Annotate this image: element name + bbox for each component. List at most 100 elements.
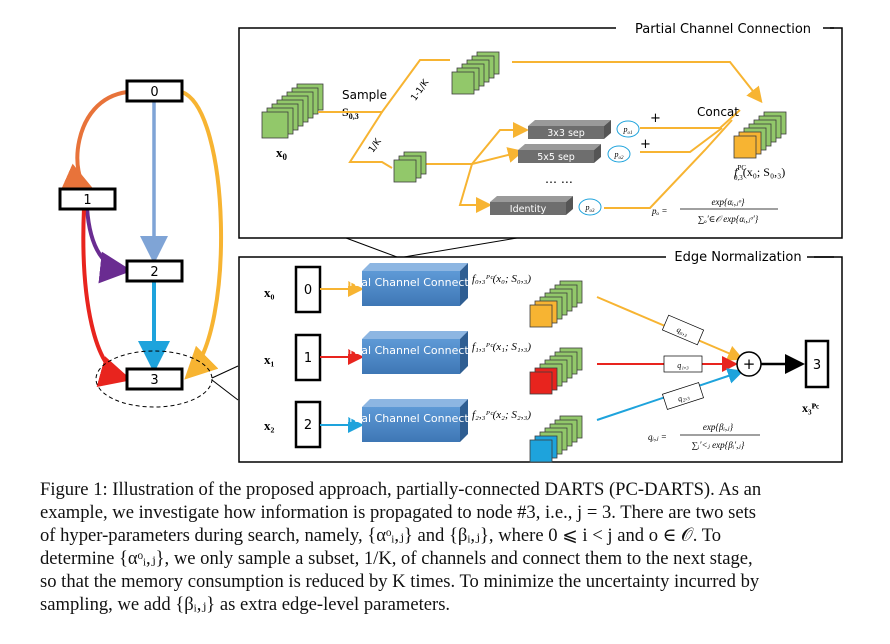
path-ops-merge [640, 109, 741, 129]
dag-node-1: 1 [58, 187, 117, 211]
svg-text:Partial Channel Connection: Partial Channel Connection [337, 344, 486, 357]
pcc-block-2: Partial Channel Connection [337, 399, 486, 442]
path-keep-to-concat [512, 61, 763, 104]
feature-map-square [529, 304, 553, 328]
path-op3 [458, 163, 492, 213]
pc-darts-figure: 0 1 2 3 Partial Channel Connection x0 [58, 19, 843, 463]
feature-map-square [451, 71, 475, 95]
caption-line: Figure 1: Illustration of the proposed a… [40, 479, 762, 500]
svg-text:q₂,₃: q₂,₃ [677, 391, 691, 403]
plus-sign-2: + [640, 137, 651, 152]
caption-line: of hyper-parameters during search, namel… [40, 525, 722, 546]
feature-map-square [529, 439, 553, 463]
edge-1-2 [85, 207, 132, 284]
en-row-0: x₀ 0 Partial Channel Connection f₀,₃ᴾᶜ(x… [264, 263, 744, 361]
svg-text:pₒ =: pₒ = [651, 206, 667, 216]
edge-0-1 [59, 90, 128, 193]
output-stack [733, 111, 787, 159]
pcc-block-1: Partial Channel Connection [337, 331, 486, 374]
dag-graph: 0 1 2 3 [58, 79, 239, 408]
svg-text:1: 1 [304, 351, 312, 366]
plus-sign-1: + [650, 111, 661, 126]
svg-text:∑ₒ′∈𝒪 exp{αᵢ,ⱼᵒ′}: ∑ₒ′∈𝒪 exp{αᵢ,ⱼᵒ′} [698, 214, 759, 224]
svg-text:Partial Channel Connection: Partial Channel Connection [337, 276, 486, 289]
en-row-1-x: x₁ [264, 352, 275, 367]
q-softmax-formula: qᵢ,ⱼ = exp{βᵢ,ⱼ} ∑ᵢ′<ⱼ exp{βᵢ′,ⱼ} [648, 422, 760, 450]
svg-text:q₀,₃: q₀,₃ [675, 325, 689, 338]
path-sample-split [318, 59, 450, 113]
zoom-line-top [211, 365, 239, 379]
path-split-down [348, 111, 393, 169]
en-row-0-x: x₀ [264, 285, 275, 300]
svg-text:3: 3 [813, 358, 821, 373]
svg-text:2: 2 [304, 418, 312, 433]
svg-text:+: + [743, 355, 756, 373]
svg-text:2: 2 [150, 265, 158, 280]
en-panel: Edge Normalization x₀ 0 Partial Channel … [238, 247, 843, 463]
feature-map-square [261, 111, 289, 139]
caption-line: determine {αᵒᵢ,ⱼ}, we only sample a subs… [40, 548, 753, 569]
svg-text:1: 1 [83, 193, 91, 208]
caption-line: sampling, we add {βᵢ,ⱼ} as extra edge-le… [40, 594, 451, 615]
svg-text:po3: po3 [585, 203, 596, 214]
svg-text:5x5 sep: 5x5 sep [537, 152, 575, 163]
feature-map-square [733, 135, 757, 159]
path-op2 [471, 147, 524, 165]
en-panel-title: Edge Normalization [674, 250, 801, 265]
input-x0-label: x0 [276, 145, 288, 162]
en-row-2-stack [529, 415, 583, 463]
dag-node-0: 0 [125, 79, 184, 103]
svg-text:Identity: Identity [510, 204, 547, 215]
svg-text:Partial Channel Connection: Partial Channel Connection [337, 412, 486, 425]
p-weight-3: po3 [578, 198, 602, 216]
pc-connector-left [345, 237, 398, 258]
op-identity: Identity [490, 196, 573, 215]
pc-panel-title: Partial Channel Connection [635, 22, 811, 37]
p-softmax-formula: pₒ = exp{αᵢ,ⱼᵒ} ∑ₒ′∈𝒪 exp{αᵢ,ⱼᵒ′} [651, 197, 778, 224]
sum-node: + [736, 351, 762, 377]
en-row-1-stack [529, 347, 583, 395]
svg-text:0: 0 [150, 85, 158, 100]
en-row-0-stack [529, 280, 583, 328]
en-row-2-x: x₂ [264, 418, 275, 433]
op-3x3-sep: 3x3 sep [528, 120, 611, 139]
ops-ellipsis: … … [545, 172, 573, 186]
svg-text:exp{βᵢ,ⱼ}: exp{βᵢ,ⱼ} [703, 422, 734, 432]
output-x3-label: x₃ᴾᶜ [802, 401, 819, 415]
p-weight-2: po2 [607, 145, 631, 163]
sampled-channel-stack [393, 151, 427, 183]
concat-label: Concat [697, 105, 739, 119]
edge-0-3 [181, 90, 224, 380]
feature-map-square [529, 371, 553, 395]
sample-label: Sample [342, 88, 387, 102]
pc-connector-right [403, 237, 518, 258]
node-3-highlight [95, 350, 213, 408]
dag-node-3: 3 [125, 367, 184, 391]
path-ops-fork [425, 122, 529, 165]
path-ops-merge-3 [604, 119, 733, 209]
figure-caption: Figure 1: Illustration of the proposed a… [40, 478, 885, 616]
input-feature-stack [261, 83, 324, 139]
en-row-2: x₂ 2 Partial Channel Connection f₂,₃ᴾᶜ(x… [264, 368, 744, 449]
zoom-line-bottom [211, 379, 239, 401]
feature-map-square [393, 159, 417, 183]
svg-text:3: 3 [150, 373, 158, 388]
pcc-block-0: Partial Channel Connection [337, 263, 486, 306]
kept-channel-stack [451, 51, 500, 95]
path-ops-merge-2 [640, 127, 723, 153]
svg-text:∑ᵢ′<ⱼ exp{βᵢ′,ⱼ}: ∑ᵢ′<ⱼ exp{βᵢ′,ⱼ} [692, 440, 745, 450]
p-weight-1: po1 [616, 120, 640, 138]
svg-text:q₁,₃: q₁,₃ [677, 361, 689, 370]
svg-text:exp{αᵢ,ⱼᵒ}: exp{αᵢ,ⱼᵒ} [711, 197, 744, 207]
svg-text:qᵢ,ⱼ =: qᵢ,ⱼ = [648, 432, 667, 442]
en-row-0-f: f₀,₃ᴾᶜ(x₀; S₀,₃) [472, 273, 531, 285]
op-5x5-sep: 5x5 sep [518, 144, 601, 163]
output-node-3: 3 [804, 339, 830, 389]
edge-1-3 [81, 207, 132, 387]
pc-panel: Partial Channel Connection x0 Sample S0,… [238, 19, 843, 258]
svg-text:po1: po1 [623, 125, 633, 136]
svg-text:po2: po2 [614, 150, 625, 161]
svg-text:3x3 sep: 3x3 sep [547, 128, 585, 139]
en-row-1: x₁ 1 Partial Channel Connection f₁,₃ᴾᶜ(x… [264, 331, 738, 382]
